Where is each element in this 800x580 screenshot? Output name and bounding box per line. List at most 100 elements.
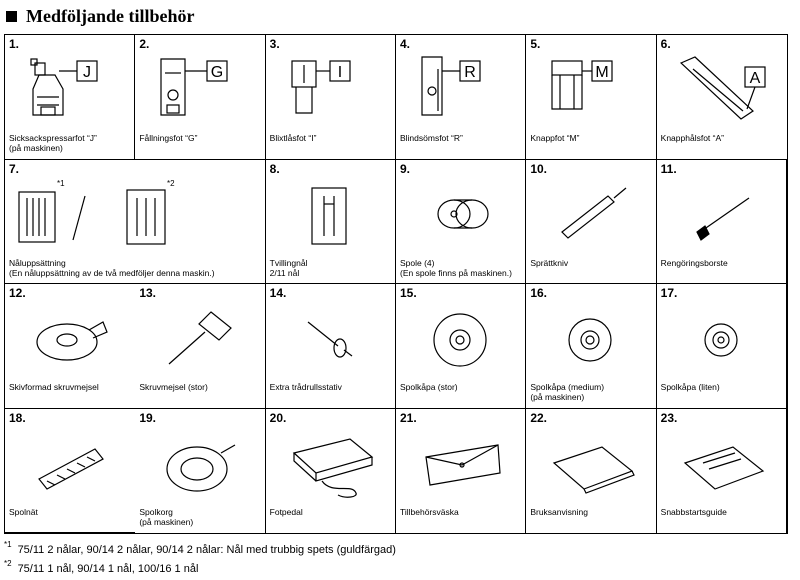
accessory-item-21: 21. Tillbehörsväska (396, 408, 527, 533)
item-number: 10. (530, 161, 548, 176)
item-number: 21. (399, 410, 417, 425)
item-number: 23. (660, 410, 678, 425)
accessory-item-14: 14. Extra trådrullsstativ (265, 284, 396, 409)
cleaning-brush-illustration (695, 197, 749, 241)
item-number: 20. (269, 410, 287, 425)
spool-cap-small-illustration (704, 323, 738, 357)
item-number: 7. (9, 161, 20, 176)
foot-pedal-illustration (292, 437, 373, 498)
bobbin-case-illustration (166, 443, 236, 492)
item-number: 22. (530, 410, 548, 425)
presser-foot-g-illustration: G (160, 58, 228, 116)
accessory-item-12: 12. Skivformad skruvmejsel (5, 284, 136, 409)
accessory-item-1: 1. J Sicksackspressarfot “J”(på maskinen… (5, 35, 136, 160)
item-number: 19. (139, 410, 157, 425)
item-caption: Knappfot “M” (530, 133, 580, 143)
seam-ripper-illustration (561, 187, 627, 239)
item-caption: Knapphålsfot “A” (660, 133, 724, 143)
bullet-square (6, 10, 17, 22)
disc-screwdriver-illustration (36, 321, 108, 361)
accessory-item-5: 5. M Knappfot “M” (526, 35, 657, 160)
item-caption: Sprättkniv (530, 257, 569, 268)
item-caption: Rengöringsborste (660, 257, 728, 268)
item-number: 12. (9, 286, 26, 300)
instruction-manual-illustration (553, 445, 636, 494)
item-number: 13. (139, 286, 157, 300)
accessory-bag-illustration (425, 443, 501, 486)
item-number: 11. (660, 161, 677, 176)
item-caption: Skruvmejsel (stor) (139, 382, 208, 392)
item-caption: Spole (4)(En spole finns på maskinen.) (399, 257, 512, 278)
presser-foot-j-illustration: J (30, 58, 98, 116)
item-caption: Fotpedal (269, 506, 303, 517)
item-caption: Blindsömsfot “R” (399, 133, 463, 143)
accessory-item-18: 18. Spolnät (5, 409, 136, 533)
needle-set-illustration: *1 *2 (18, 179, 175, 245)
item-caption: Nåluppsättning(En nåluppsättning av de t… (9, 257, 215, 278)
item-caption: Skivformad skruvmejsel (9, 382, 99, 392)
item-caption: Sicksackspressarfot “J”(på maskinen) (9, 133, 97, 153)
item-number: 2. (139, 37, 150, 51)
item-number: 18. (9, 410, 26, 425)
button-foot-illustration: M (551, 60, 613, 110)
accessory-item-11: 11. Rengöringsborste (656, 159, 787, 284)
item-number: 9. (399, 161, 410, 176)
item-number: 1. (9, 37, 20, 51)
item-number: 15. (399, 286, 417, 300)
item-caption: Tillbehörsväska (399, 506, 459, 517)
buttonhole-foot-illustration: A (679, 56, 766, 120)
accessory-item-3: 3. I Blixtlåsfot “I” (265, 35, 396, 160)
accessory-item-2: 2. G Fållningsfot “G” (135, 35, 266, 160)
foot-letter: R (464, 64, 476, 81)
spool-pin-illustration (307, 321, 353, 358)
accessory-item-6: 6. A Knapphålsfot “A” (656, 35, 787, 160)
svg-text:*1: *1 (57, 179, 65, 188)
foot-letter: G (211, 64, 223, 81)
item-number: 16. (530, 286, 548, 300)
accessory-item-17: 17. Spolkåpa (liten) (656, 284, 787, 409)
item-number: 5. (530, 37, 541, 51)
item-caption: Spolkåpa (stor) (399, 382, 458, 392)
accessory-item-4: 4. R Blindsömsfot “R” (395, 35, 527, 160)
svg-text:*2: *2 (167, 179, 175, 188)
item-number: 14. (269, 286, 287, 300)
accessory-item-20: 20. Fotpedal (266, 408, 396, 533)
item-number: 4. (399, 37, 410, 51)
screwdriver-illustration (168, 311, 233, 365)
accessory-item-15: 15. Spolkåpa (stor) (395, 284, 527, 409)
spool-cap-medium-illustration (568, 318, 612, 362)
item-caption: Spolkåpa (medium)(på maskinen) (530, 382, 605, 402)
item-caption: Extra trådrullsstativ (269, 382, 342, 392)
accessory-item-22: 22. Bruksanvisning (526, 408, 657, 533)
item-caption: Spolnät (9, 506, 38, 517)
foot-letter: J (83, 64, 91, 81)
accessory-item-10: 10. Sprättkniv (526, 159, 657, 284)
item-number: 17. (660, 286, 678, 300)
accessory-item-19: 19. Spolkorg(på maskinen) (135, 408, 266, 533)
bobbin-illustration (437, 198, 489, 229)
spool-cap-large-illustration (433, 313, 487, 367)
zipper-foot-illustration: I (291, 60, 351, 114)
item-caption: Snabbstartsguide (660, 506, 727, 517)
item-caption: Blixtlåsfot “I” (269, 133, 317, 143)
item-caption: Fållningsfot “G” (139, 133, 198, 143)
item-caption: Spolkorg(på maskinen) (139, 506, 194, 527)
item-caption: Bruksanvisning (530, 506, 588, 517)
heading-text: Medföljande tillbehör (26, 5, 195, 26)
accessory-item-7: 7. *1 *2 Nåluppsättning(En nåluppsättnin… (5, 159, 266, 284)
foot-letter: I (337, 64, 341, 81)
foot-letter: A (749, 70, 760, 87)
accessory-item-23: 23. Snabbstartsguide (657, 408, 787, 533)
item-number: 3. (269, 37, 280, 51)
accessory-item-16: 16. Spolkåpa (medium)(på maskinen) (526, 284, 657, 409)
accessories-grid: 1. J Sicksackspressarfot “J”(på maskinen… (4, 34, 788, 534)
spool-net-illustration (38, 447, 104, 490)
section-heading: Medföljande tillbehör (6, 2, 195, 30)
blind-stitch-foot-illustration: R (421, 56, 481, 116)
twin-needle-illustration (311, 186, 347, 245)
item-number: 8. (269, 161, 280, 176)
